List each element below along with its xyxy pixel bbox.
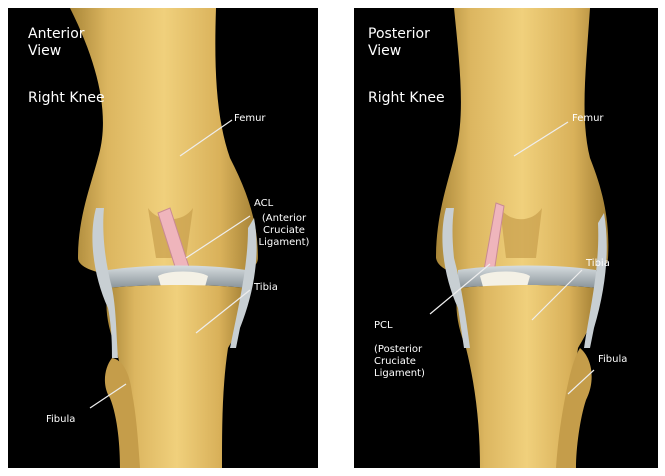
posterior-view-panel: Posterior View Right Knee Femur Tibia PC… (354, 8, 658, 468)
knee-side-label: Right Knee (28, 90, 105, 107)
view-title-line2: View (28, 43, 85, 60)
acl-description-line3: Ligament) (252, 237, 316, 249)
femur-label: Femur (572, 113, 604, 125)
acl-label: ACL (254, 198, 273, 210)
knee-side-label: Right Knee (368, 90, 445, 107)
anterior-view-panel: Anterior View Right Knee Femur ACL (Ante… (8, 8, 318, 468)
pcl-description-line3: Ligament) (374, 368, 425, 380)
acl-description-line1: (Anterior (252, 213, 316, 225)
fibula-label: Fibula (598, 354, 627, 366)
fibula-label: Fibula (46, 414, 75, 426)
pcl-description: (Posterior Cruciate Ligament) (374, 344, 425, 380)
view-title-line2: View (368, 43, 430, 60)
tibia-label: Tibia (586, 258, 610, 270)
acl-description: (Anterior Cruciate Ligament) (252, 213, 316, 249)
posterior-knee-illustration (354, 8, 658, 468)
pcl-description-line2: Cruciate (374, 356, 425, 368)
view-title: Anterior View (28, 26, 85, 60)
pcl-description-line1: (Posterior (374, 344, 425, 356)
view-title-line1: Anterior (28, 26, 85, 43)
pcl-label: PCL (374, 320, 393, 332)
tibia-label: Tibia (254, 282, 278, 294)
view-title: Posterior View (368, 26, 430, 60)
view-title-line1: Posterior (368, 26, 430, 43)
acl-description-line2: Cruciate (252, 225, 316, 237)
femur-label: Femur (234, 113, 266, 125)
